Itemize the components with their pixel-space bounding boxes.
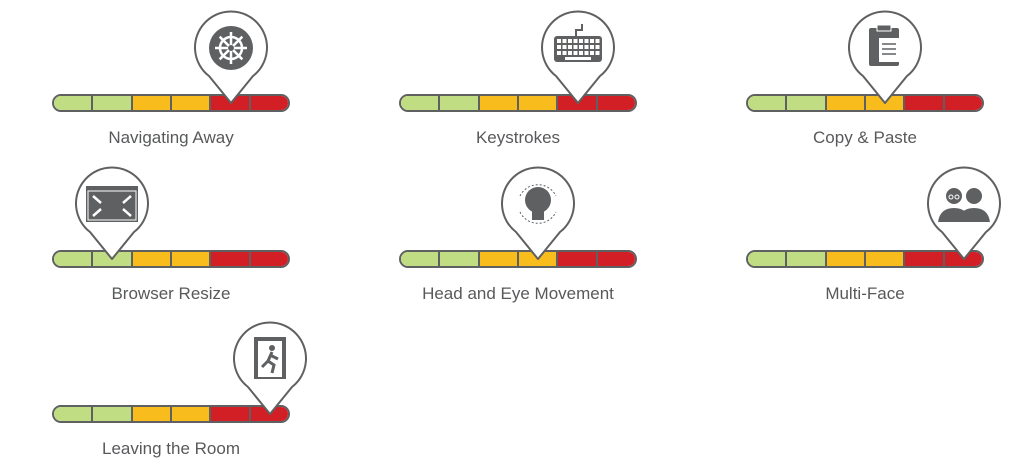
- level-segment: [597, 252, 635, 266]
- risk-level-bar: [746, 94, 984, 112]
- risk-indicator: Copy & Paste: [746, 10, 984, 160]
- level-segment: [54, 96, 94, 110]
- level-segment: [171, 252, 212, 266]
- indicator-label: Navigating Away: [108, 128, 234, 147]
- exit-door-icon: [254, 337, 287, 379]
- level-segment: [211, 407, 251, 421]
- risk-indicator: Head and Eye Movement: [399, 166, 637, 316]
- level-segment: [54, 407, 94, 421]
- level-marker-pin: [233, 321, 308, 415]
- risk-level-bar: [52, 250, 290, 268]
- level-segment: [558, 252, 598, 266]
- level-segment: [132, 407, 172, 421]
- risk-indicator: Browser Resize: [52, 166, 290, 316]
- level-segment: [132, 252, 172, 266]
- level-segment: [597, 96, 635, 110]
- level-segment: [54, 252, 94, 266]
- indicator-label: Copy & Paste: [813, 128, 917, 147]
- risk-indicator: Multi-Face: [746, 166, 1002, 316]
- indicator-label: Leaving the Room: [102, 439, 240, 458]
- multi-face-icon: [938, 188, 991, 222]
- indicator-label: Multi-Face: [825, 284, 905, 303]
- level-segment: [479, 96, 519, 110]
- level-segment: [250, 252, 288, 266]
- level-segment: [440, 96, 480, 110]
- risk-level-bar: [52, 94, 290, 112]
- level-segment: [93, 252, 133, 266]
- level-segment: [905, 96, 945, 110]
- level-segment: [748, 252, 788, 266]
- risk-level-bar: [399, 94, 637, 112]
- risk-indicator: Keystrokes: [399, 10, 637, 160]
- level-segment: [132, 96, 172, 110]
- level-segment: [787, 96, 827, 110]
- level-segment: [865, 252, 906, 266]
- level-segment: [401, 252, 441, 266]
- level-marker-pin: [540, 10, 615, 104]
- indicator-label: Browser Resize: [111, 284, 231, 303]
- risk-indicator: Leaving the Room: [52, 321, 308, 471]
- risk-indicator: Navigating Away: [52, 10, 290, 160]
- level-segment: [518, 96, 559, 110]
- level-segment: [171, 407, 212, 421]
- clipboard-icon: [868, 24, 899, 66]
- browser-resize-icon: [85, 186, 138, 222]
- indicator-label: Head and Eye Movement: [422, 284, 614, 303]
- level-marker-pin: [847, 10, 922, 104]
- level-marker-pin: [927, 166, 1002, 260]
- ship-wheel-icon: [208, 26, 253, 70]
- level-segment: [93, 407, 133, 421]
- level-segment: [93, 96, 133, 110]
- level-marker-pin: [74, 166, 149, 260]
- level-segment: [787, 252, 827, 266]
- level-segment: [401, 96, 441, 110]
- level-segment: [479, 252, 519, 266]
- indicator-label: Keystrokes: [475, 128, 561, 147]
- level-marker-pin: [193, 10, 268, 104]
- level-segment: [748, 96, 788, 110]
- level-segment: [826, 252, 866, 266]
- level-segment: [440, 252, 480, 266]
- head-movement-icon: [519, 184, 557, 224]
- level-segment: [944, 96, 982, 110]
- risk-level-bar: [746, 250, 984, 268]
- level-segment: [211, 252, 251, 266]
- level-marker-pin: [500, 166, 575, 260]
- level-segment: [171, 96, 212, 110]
- risk-level-bar: [52, 405, 290, 423]
- keyboard-icon: [553, 24, 602, 62]
- level-segment: [250, 96, 288, 110]
- level-segment: [826, 96, 866, 110]
- level-segment: [905, 252, 945, 266]
